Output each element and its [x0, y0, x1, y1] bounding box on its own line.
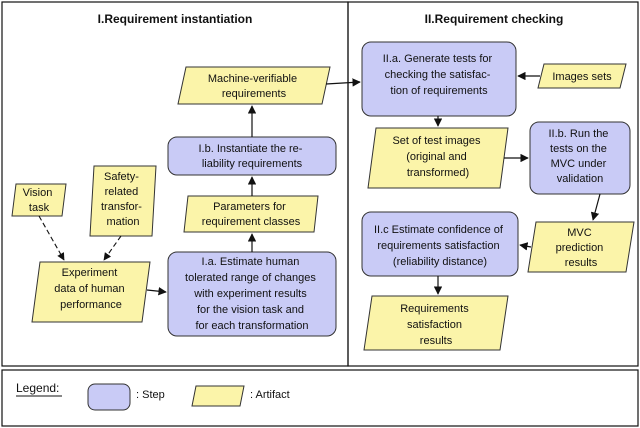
mvc-results-label: MVC prediction results	[556, 227, 607, 269]
artifact-machine-verifiable-requirements	[177, 66, 331, 105]
instantiate-label: I.b. Instantiate the re- liability requi…	[198, 143, 305, 170]
artifact-set-of-test-images	[367, 127, 509, 189]
section-requirement-checking	[347, 1, 639, 367]
artifact-parameters	[183, 195, 319, 233]
images-sets-label: Images sets	[552, 71, 612, 83]
artifact-mvc-prediction-results	[527, 221, 635, 273]
generate-tests-label: II.a. Generate tests for checking the sa…	[383, 53, 496, 97]
legend-step-swatch	[87, 383, 131, 411]
estimate-confidence-label: II.c Estimate confidence of requirements…	[374, 224, 506, 268]
run-tests-label: II.b. Run the tests on the MVC under val…	[549, 128, 612, 185]
step-generate-tests	[361, 41, 517, 117]
artifact-experiment-data	[31, 261, 151, 323]
step-run-tests	[529, 121, 631, 195]
arrow-mvc-results-to-estimate-confidence	[519, 242, 532, 251]
artifact-safety-related-transformation	[89, 165, 157, 237]
section-title-instantiation: I.Requirement instantiation	[98, 12, 253, 26]
vision-task-label: Vision task	[23, 187, 56, 214]
artifact-images-sets	[537, 63, 627, 89]
artifact-requirements-satisfaction-results	[363, 295, 509, 351]
legend-box	[1, 369, 639, 427]
legend-artifact-swatch	[191, 385, 245, 407]
legend-title: Legend:	[16, 381, 59, 395]
req-satisfaction-label: Requirements satisfaction results	[400, 303, 472, 347]
step-estimate-confidence	[361, 211, 519, 277]
safety-related-label: Safety- related transfor- mation	[101, 171, 145, 228]
experiment-data-label: Experiment data of human performance	[54, 267, 127, 311]
arrow-safety-to-experiment	[103, 235, 122, 261]
arrow-vision-to-experiment	[38, 215, 65, 261]
estimate-human-label: I.a. Estimate human tolerated range of c…	[185, 256, 319, 332]
set-test-images-label: Set of test images (original and transfo…	[392, 135, 483, 179]
artifact-vision-task	[11, 183, 67, 217]
parameters-label: Parameters for requirement classes	[202, 201, 301, 228]
arrow-machine-verifiable-to-generate	[325, 78, 361, 87]
machine-verifiable-label: Machine-verifiable requirements	[208, 73, 300, 100]
arrow-experiment-to-estimate	[146, 287, 167, 296]
section-title-checking: II.Requirement checking	[425, 12, 564, 26]
legend-artifact-label: : Artifact	[250, 389, 290, 401]
legend-step-label: : Step	[136, 389, 165, 401]
arrow-run-to-mvc-results	[590, 193, 601, 221]
